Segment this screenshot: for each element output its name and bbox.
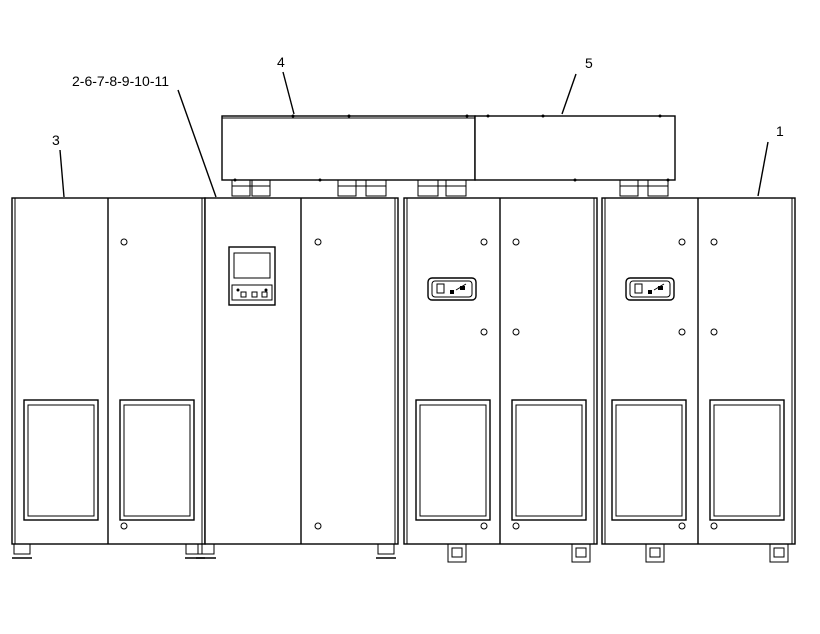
top-unit-4 [221, 114, 476, 182]
label-4: 4 [277, 54, 285, 70]
leader-lines [59, 71, 769, 198]
top-unit-5 [474, 114, 676, 182]
indicator-panel-right [625, 277, 675, 301]
cabinet-group-3 [11, 197, 206, 559]
label-2-6-7-8-9-10-11: 2-6-7-8-9-10-11 [72, 73, 169, 89]
label-1: 1 [776, 123, 784, 139]
label-5: 5 [585, 55, 593, 71]
cabinet-group-2 [196, 197, 399, 559]
cabinet-group-middle [403, 197, 598, 563]
couplings [231, 179, 669, 197]
indicator-panel-middle [427, 277, 477, 301]
cabinet-group-1 [601, 197, 796, 563]
control-display-panel [228, 246, 276, 306]
label-3: 3 [52, 132, 60, 148]
